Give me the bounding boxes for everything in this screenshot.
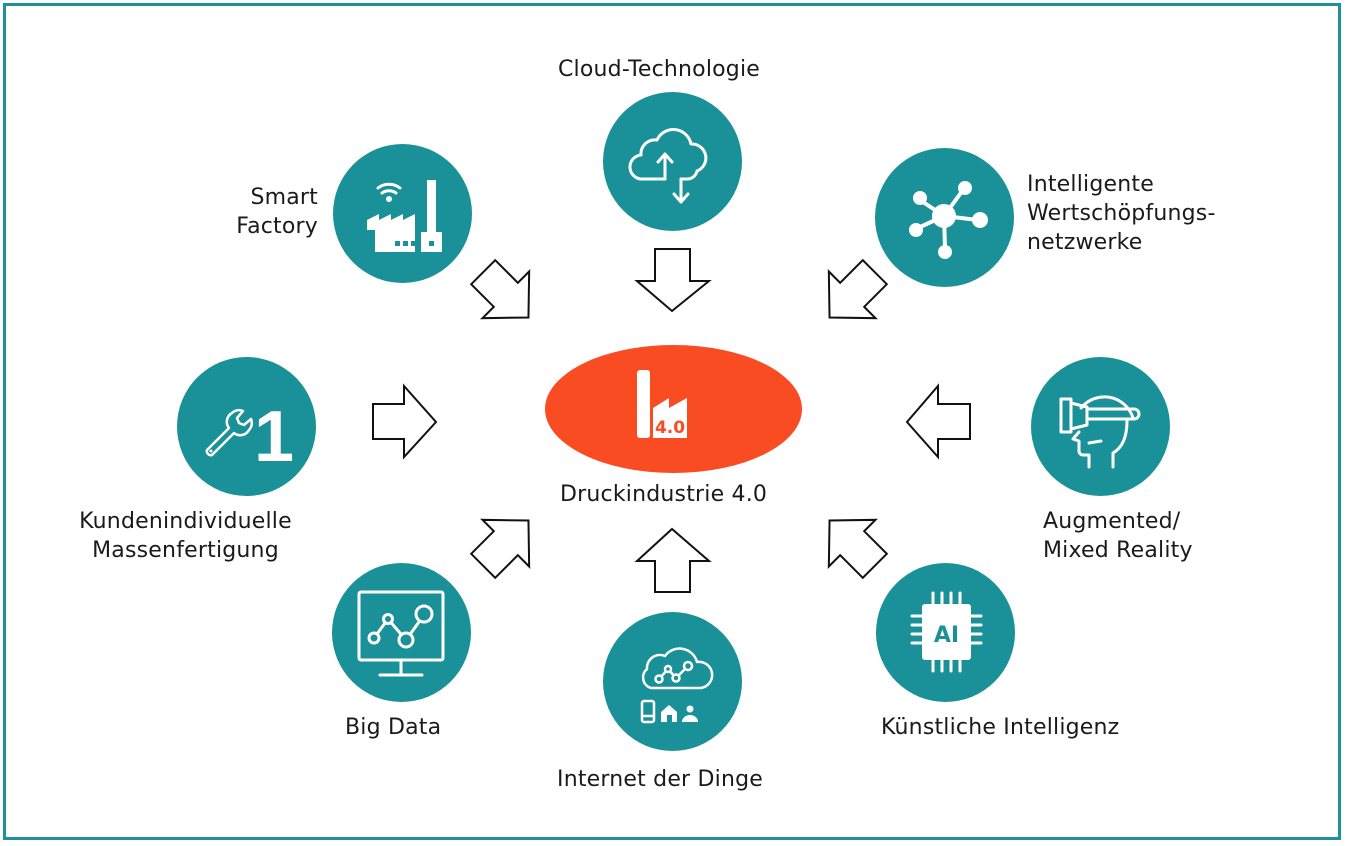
wrench-one-icon: 1	[205, 397, 294, 477]
label-line: Augmented/	[1043, 509, 1181, 534]
label-line: Smart	[250, 185, 318, 210]
node-kundenindividuelle-massenfertigung: 1	[177, 357, 316, 496]
monitor-chart-icon	[357, 590, 445, 677]
big-data-label: Big Data	[345, 715, 442, 740]
svg-text:4.0: 4.0	[655, 418, 685, 438]
factory-4.0-icon: 4.0	[637, 370, 687, 438]
cloud-upload-download-icon	[628, 128, 708, 204]
ai-label: Künstliche Intelligenz	[881, 715, 1120, 740]
arrow-up-left	[827, 518, 889, 580]
network-hub-icon	[909, 181, 988, 259]
label-line: Mixed Reality	[1043, 538, 1193, 563]
ar-mr-label: Augmented/ Mixed Reality	[1043, 507, 1193, 565]
value-networks-label: Intelligente Wertschöpfungs- netzwerke	[1027, 170, 1216, 257]
svg-text:AI: AI	[934, 623, 959, 648]
label-line: Factory	[236, 214, 318, 239]
arrow-left	[905, 383, 971, 460]
node-big-data	[332, 563, 471, 702]
smart-factory-icon	[367, 180, 442, 252]
node-smart-factory	[333, 144, 472, 283]
iot-label: Internet der Dinge	[557, 767, 763, 792]
center-label: Druckindustrie 4.0	[560, 482, 768, 507]
arrow-right	[372, 383, 438, 460]
label-line: Massenfertigung	[92, 538, 279, 563]
svg-text:1: 1	[254, 397, 294, 477]
arrow-up	[634, 527, 712, 593]
arrow-down-left	[827, 258, 889, 320]
node-cloud-technologie	[603, 92, 742, 231]
mass-customization-label: Kundenindividuelle Massenfertigung	[68, 507, 303, 565]
arrow-down-right	[469, 258, 531, 320]
node-intelligente-wertschoepfungsnetzwerke	[875, 148, 1014, 287]
label-line: Intelligente	[1027, 172, 1154, 197]
diagram-frame	[3, 3, 1341, 840]
label-line: Kundenindividuelle	[79, 509, 292, 534]
cloud-label: Cloud-Technologie	[558, 57, 761, 82]
node-internet-der-dinge	[603, 612, 742, 751]
arrow-down	[634, 248, 712, 313]
node-augmented-mixed-reality	[1031, 357, 1170, 496]
iot-cloud-devices-icon	[640, 647, 714, 724]
smart-factory-label: Smart Factory	[236, 183, 318, 241]
center-node: 4.0	[545, 345, 802, 473]
label-line: netzwerke	[1027, 230, 1143, 255]
label-line: Wertschöpfungs-	[1027, 201, 1216, 226]
node-kuenstliche-intelligenz: AI	[876, 563, 1015, 702]
ai-chip-icon: AI	[910, 591, 983, 673]
arrow-up-right	[469, 518, 531, 580]
vr-headset-icon	[1059, 395, 1141, 469]
